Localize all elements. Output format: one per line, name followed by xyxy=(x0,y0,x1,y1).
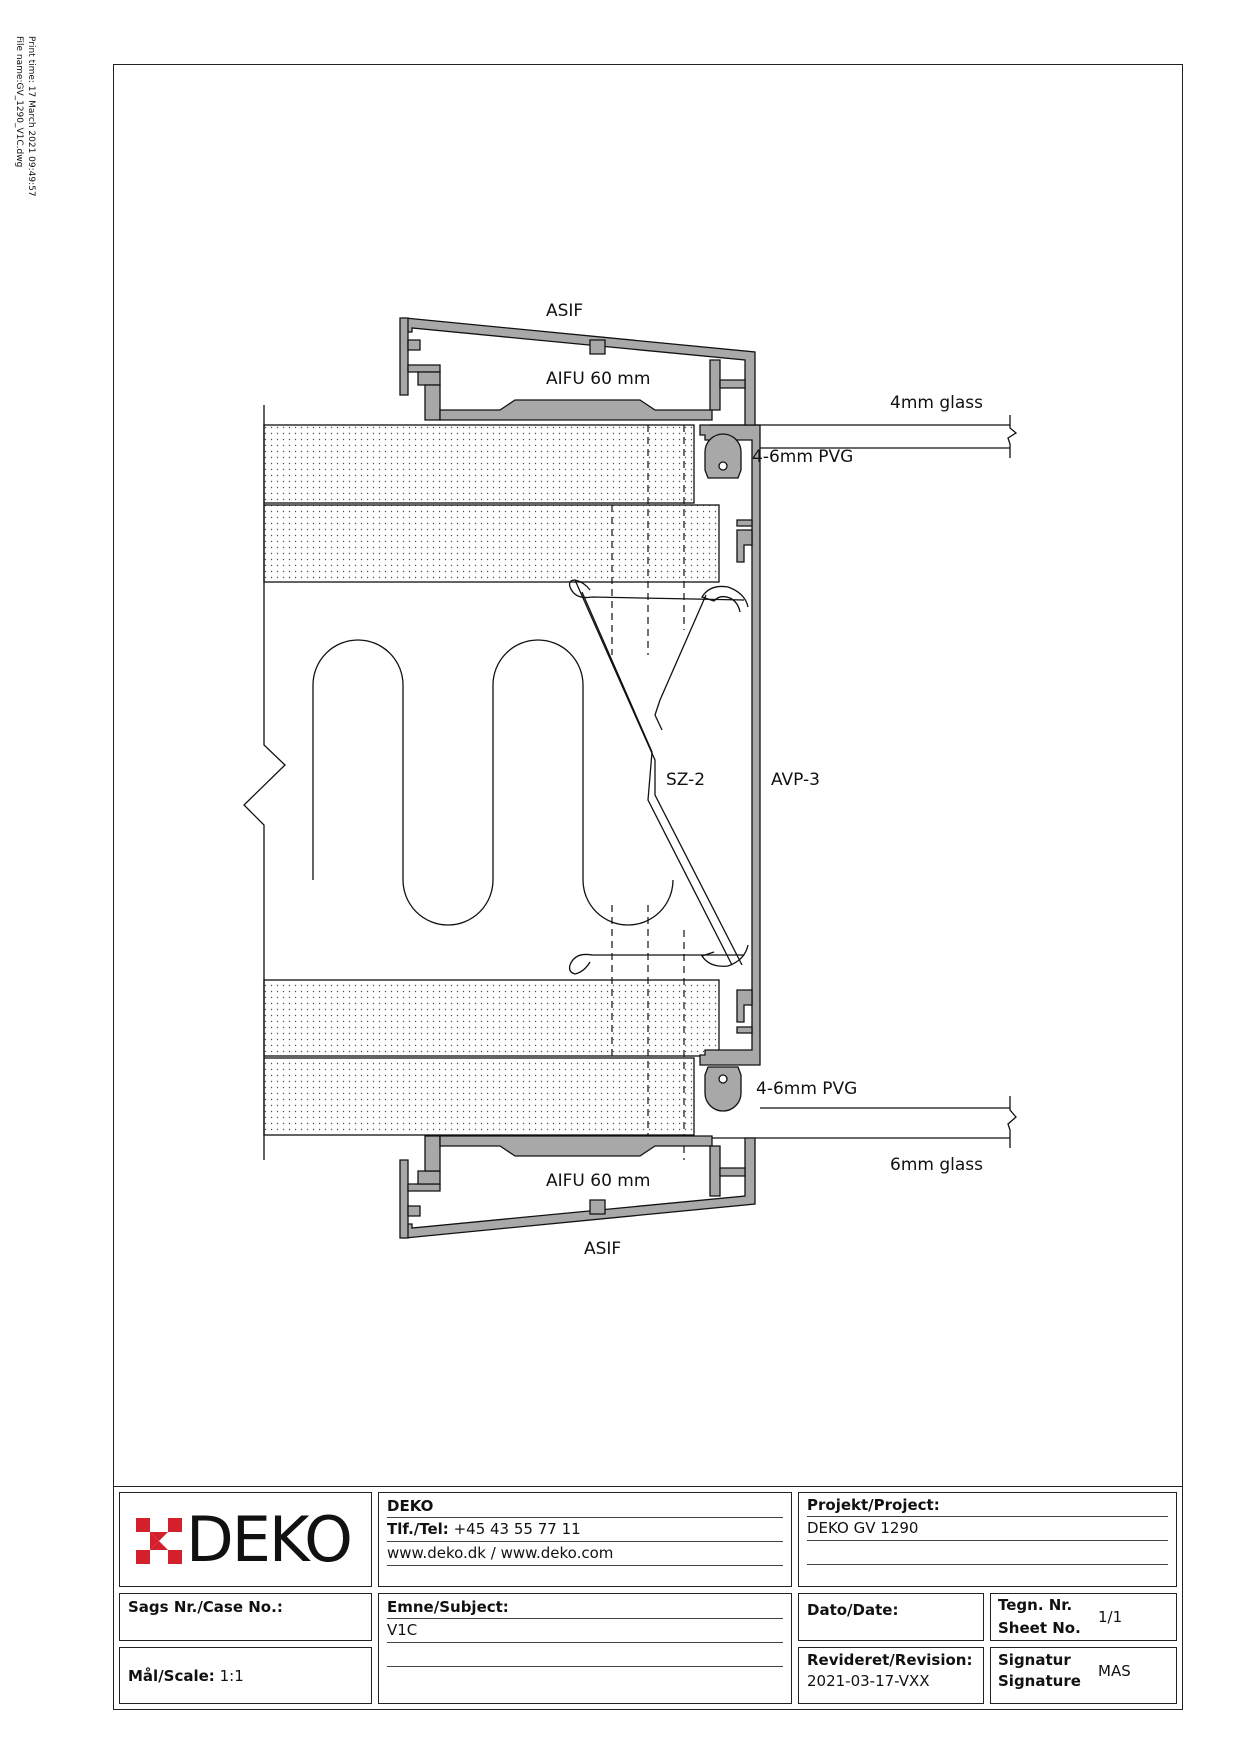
scale-value: 1:1 xyxy=(219,1667,244,1685)
company-name: DEKO xyxy=(387,1497,434,1515)
label-pvg-top: 4-6mm PVG xyxy=(752,447,853,467)
label-aifu-top: AIFU 60 mm xyxy=(546,369,650,389)
pvg-gaskets xyxy=(704,433,742,1112)
bottom-frame-profile xyxy=(399,1135,756,1239)
sheet-value: 1/1 xyxy=(1098,1608,1123,1626)
date-label: Dato/Date: xyxy=(807,1601,899,1619)
label-glass-bottom: 6mm glass xyxy=(890,1155,983,1175)
signature-label-1: Signatur xyxy=(998,1651,1071,1669)
sheet-label-2: Sheet No. xyxy=(998,1619,1081,1637)
sheet-cell: Tegn. Nr. Sheet No. 1/1 xyxy=(990,1593,1177,1641)
top-frame-profile xyxy=(399,317,756,426)
sz2-clip xyxy=(568,579,749,975)
label-avp3: AVP-3 xyxy=(771,770,820,790)
label-sz2: SZ-2 xyxy=(666,770,705,790)
company-web: www.deko.dk / www.deko.com xyxy=(387,1544,614,1562)
avp3-profile xyxy=(699,424,761,1066)
heating-serpentine xyxy=(312,639,674,926)
deko-logo-text: DEKO xyxy=(186,1503,353,1576)
wall-break-line xyxy=(243,405,286,1160)
scale-cell: Mål/Scale: 1:1 xyxy=(119,1647,372,1704)
project-value: DEKO GV 1290 xyxy=(807,1519,919,1537)
deko-logo-icon xyxy=(136,1518,182,1564)
case-label: Sags Nr./Case No.: xyxy=(128,1598,283,1616)
signature-label-2: Signature xyxy=(998,1672,1081,1690)
label-aifu-bottom: AIFU 60 mm xyxy=(546,1171,650,1191)
label-asif-bottom: ASIF xyxy=(584,1239,621,1259)
subject-label: Emne/Subject: xyxy=(387,1598,509,1616)
subject-value: V1C xyxy=(387,1621,418,1639)
insulation-panels xyxy=(263,424,720,1136)
glass-panes xyxy=(710,415,1018,1148)
sheet-label-1: Tegn. Nr. xyxy=(998,1596,1073,1614)
company-cell: DEKO Tlf./Tel: +45 43 55 77 11 www.deko.… xyxy=(378,1492,792,1587)
revision-value: 2021-03-17-VXX xyxy=(807,1672,930,1690)
project-label: Projekt/Project: xyxy=(807,1496,940,1514)
date-cell: Dato/Date: xyxy=(798,1593,984,1641)
label-glass-top: 4mm glass xyxy=(890,393,983,413)
logo-cell: DEKO xyxy=(119,1492,372,1587)
label-pvg-bottom: 4-6mm PVG xyxy=(756,1079,857,1099)
project-cell: Projekt/Project: DEKO GV 1290 xyxy=(798,1492,1177,1587)
scale-label: Mål/Scale: xyxy=(128,1667,215,1685)
revision-label: Revideret/Revision: xyxy=(807,1651,973,1669)
case-cell: Sags Nr./Case No.: xyxy=(119,1593,372,1641)
signature-cell: Signatur Signature MAS xyxy=(990,1647,1177,1704)
revision-cell: Revideret/Revision: 2021-03-17-VXX xyxy=(798,1647,984,1704)
label-asif-top: ASIF xyxy=(546,301,583,321)
signature-value: MAS xyxy=(1098,1662,1131,1680)
company-tel: Tlf./Tel: +45 43 55 77 11 xyxy=(387,1520,581,1538)
subject-cell: Emne/Subject: V1C xyxy=(378,1593,792,1704)
hidden-lines xyxy=(611,425,685,1160)
